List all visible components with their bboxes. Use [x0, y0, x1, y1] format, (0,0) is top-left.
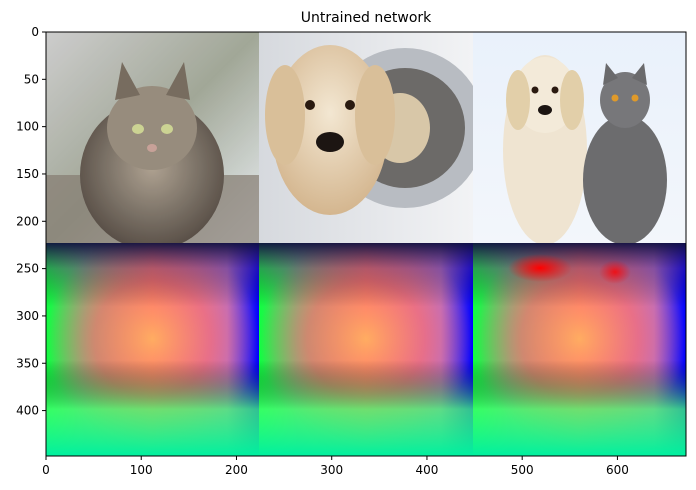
y-tick-label: 400	[16, 404, 39, 418]
y-axis: 0 50 100 150 200 250 300 350 400	[16, 25, 46, 418]
x-tick-label: 100	[130, 463, 153, 477]
y-tick-label: 200	[16, 214, 39, 228]
feature-map-3	[473, 243, 686, 456]
x-tick-label: 500	[511, 463, 534, 477]
x-tick-label: 400	[415, 463, 438, 477]
x-tick-label: 0	[42, 463, 50, 477]
y-tick-label: 0	[31, 25, 39, 39]
x-tick-label: 300	[320, 463, 343, 477]
photo-panel-dog-cat	[473, 32, 686, 245]
y-tick-label: 150	[16, 167, 39, 181]
x-tick-label: 600	[606, 463, 629, 477]
feature-map-2	[259, 243, 473, 456]
y-tick-label: 250	[16, 262, 39, 276]
photo-panel-dog-washer	[259, 32, 485, 243]
photo-panel-cat	[46, 32, 259, 250]
x-axis: 0 100 200 300 400 500 600	[42, 456, 629, 477]
x-tick-label: 200	[225, 463, 248, 477]
axes-frame	[45, 31, 687, 457]
y-tick-label: 300	[16, 309, 39, 323]
feature-map-1	[46, 243, 259, 456]
y-tick-label: 100	[16, 120, 39, 134]
image-area	[46, 32, 686, 456]
y-tick-label: 350	[16, 356, 39, 370]
chart-title: Untrained network	[301, 10, 432, 26]
y-tick-label: 50	[24, 72, 39, 86]
